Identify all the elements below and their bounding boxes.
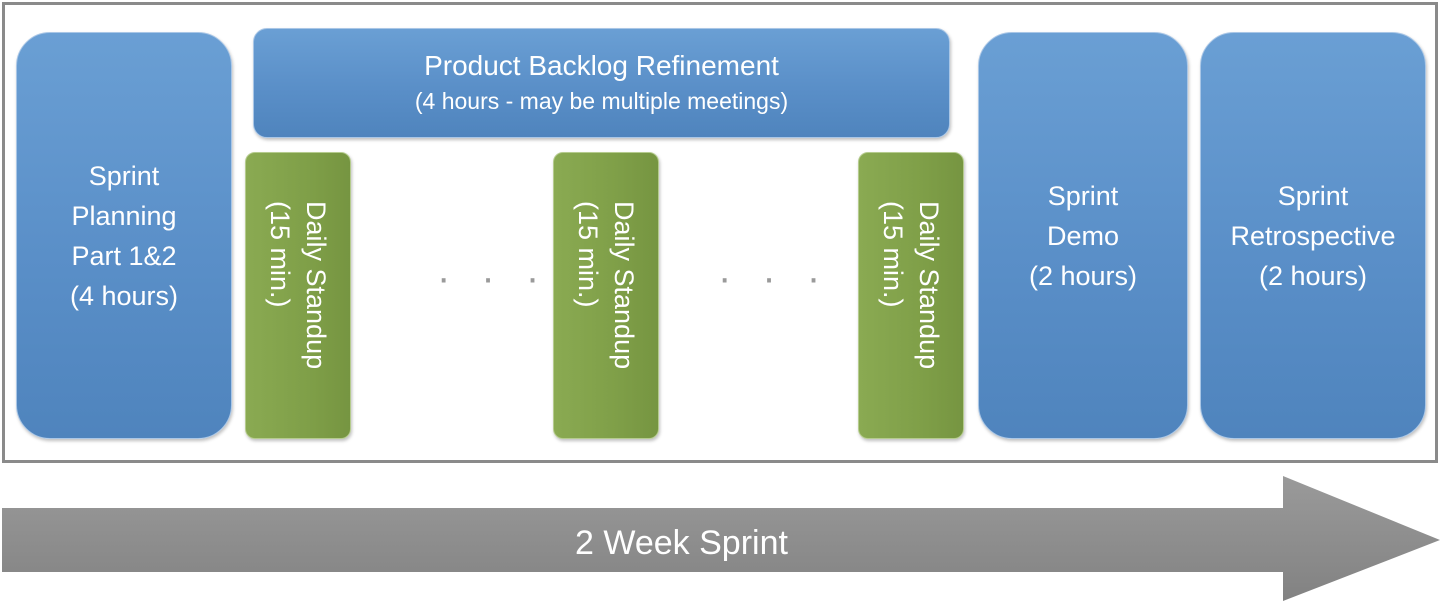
standup-duration: (15 min.) [573, 201, 603, 308]
refinement-title: Product Backlog Refinement [424, 50, 779, 81]
retrospective-line: Sprint [1277, 180, 1349, 211]
standup-title: Daily Standup [914, 201, 944, 370]
demo-line: (2 hours) [1028, 260, 1138, 291]
daily-standup-box: Daily Standup (15 min.) [553, 152, 659, 439]
planning-line: (4 hours) [69, 280, 179, 311]
retrospective-line: Retrospective [1230, 220, 1396, 251]
sprint-planning-box: Sprint Planning Part 1&2 (4 hours) [16, 32, 232, 439]
planning-line: Part 1&2 [71, 240, 177, 271]
sprint-demo-box: Sprint Demo (2 hours) [978, 32, 1188, 439]
daily-standup-box: Daily Standup (15 min.) [245, 152, 351, 439]
ellipsis: · · · [437, 256, 550, 300]
timeline-arrow [2, 476, 1440, 601]
demo-line: Sprint [1047, 180, 1119, 211]
standup-title: Daily Standup [609, 201, 639, 370]
standup-duration: (15 min.) [878, 201, 908, 308]
standup-text: Daily Standup (15 min.) [262, 201, 334, 441]
refinement-subtitle: (4 hours - may be multiple meetings) [414, 88, 789, 114]
standup-text: Daily Standup (15 min.) [875, 201, 947, 441]
sprint-retrospective-box: Sprint Retrospective (2 hours) [1200, 32, 1426, 439]
arrow-shape [2, 476, 1440, 601]
backlog-refinement-box: Product Backlog Refinement (4 hours - ma… [253, 28, 950, 138]
daily-standup-box: Daily Standup (15 min.) [858, 152, 964, 439]
planning-line: Planning [71, 200, 177, 231]
timeline-label: 2 Week Sprint [575, 524, 788, 562]
standup-title: Daily Standup [301, 201, 331, 370]
retrospective-line: (2 hours) [1258, 260, 1368, 291]
standup-text: Daily Standup (15 min.) [570, 201, 642, 441]
ellipsis: · · · [718, 256, 831, 300]
demo-line: Demo [1046, 220, 1120, 251]
planning-line: Sprint [88, 160, 160, 191]
standup-duration: (15 min.) [265, 201, 295, 308]
